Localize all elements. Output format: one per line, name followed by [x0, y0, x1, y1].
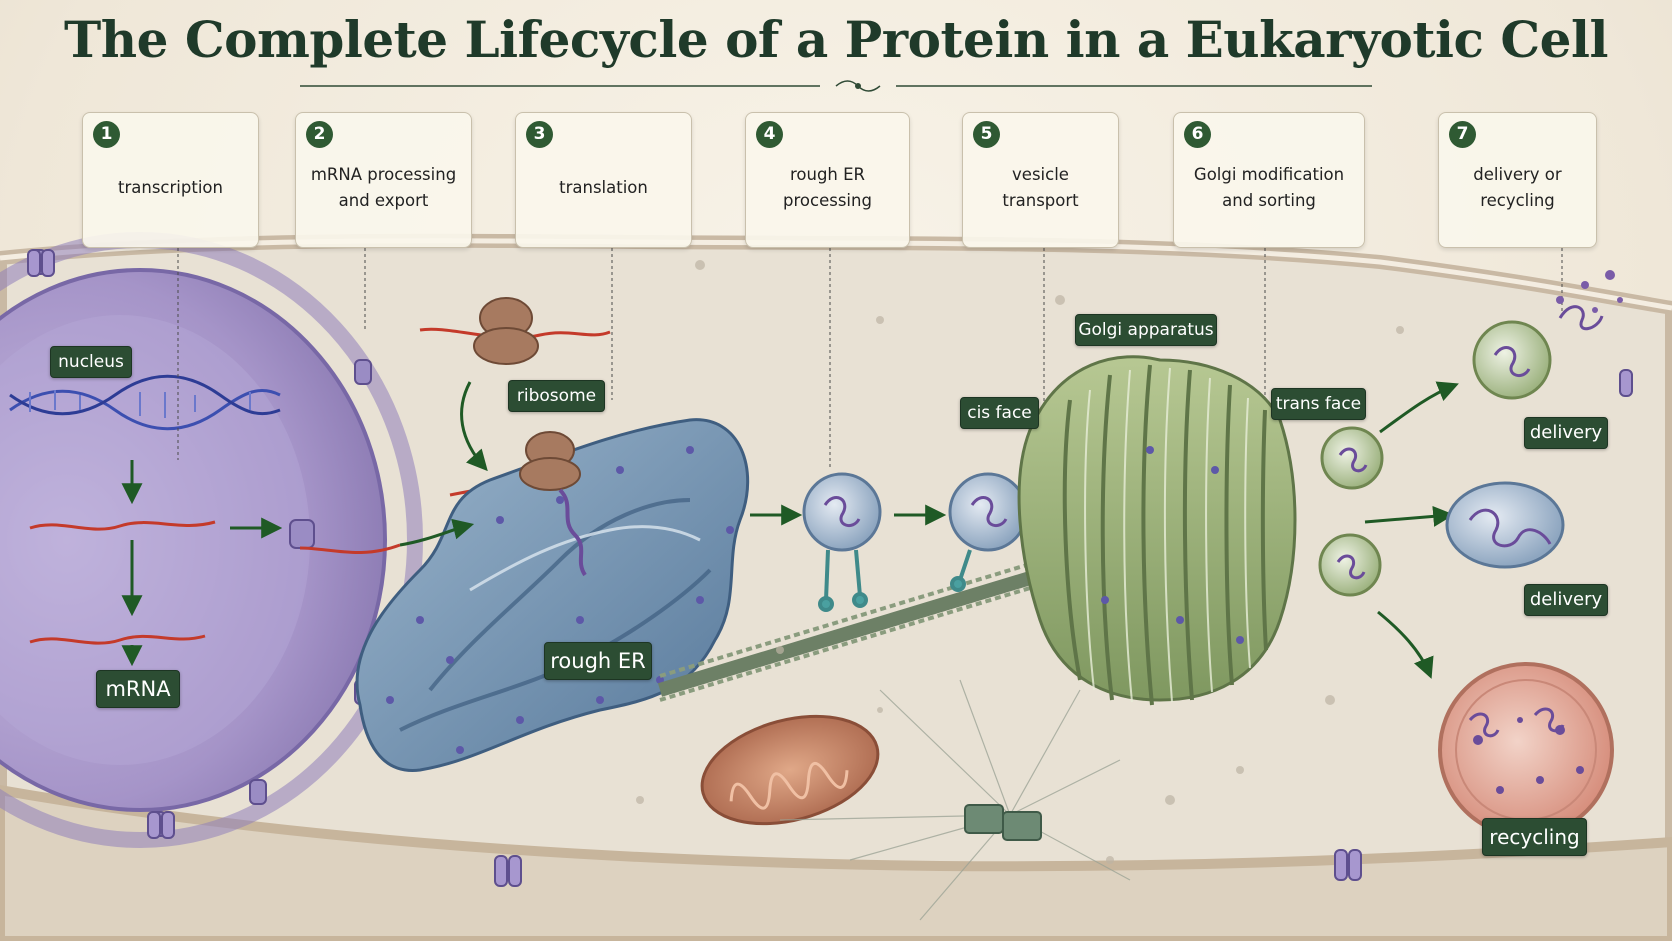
transport-vesicle-2: [948, 472, 1028, 552]
step-3-box: 3 translation: [515, 112, 692, 248]
golgi-apparatus-label: Golgi apparatus: [1075, 314, 1217, 346]
mitochondrion: [700, 714, 880, 826]
title-ornament: [300, 80, 1372, 92]
ribosome-bound: [519, 431, 587, 577]
lysosome: [1438, 662, 1614, 838]
membrane-proteins: [27, 249, 1633, 887]
microtubule-track: [657, 559, 1043, 702]
centrosome: [779, 679, 1131, 921]
cis-face-label: cis face: [960, 397, 1039, 429]
step-3-label: translation: [559, 178, 648, 197]
trans-face-label: trans face: [1271, 388, 1366, 420]
delivery-label-middle: delivery: [1524, 584, 1608, 616]
ribosome-free: [473, 297, 539, 365]
nucleus-arrows: [121, 460, 283, 667]
step-2-number: 2: [306, 121, 333, 148]
rough-er-label: rough ER: [544, 642, 652, 680]
delivery-label-top: delivery: [1524, 417, 1608, 449]
step-6-number: 6: [1184, 121, 1211, 148]
exocytosis-vesicle: [1472, 270, 1623, 400]
step-1-box: 1 transcription: [82, 112, 259, 248]
dna-double-helix: [9, 374, 281, 431]
ribosome-label: ribosome: [508, 380, 605, 412]
motor-proteins: [818, 549, 972, 612]
transport-vesicle-1: [802, 472, 882, 552]
golgi-vesicle-top: [1320, 426, 1384, 490]
golgi-apparatus: [1017, 355, 1297, 706]
mrna-label: mRNA: [96, 670, 180, 708]
cytoplasm-granules: [636, 260, 1404, 864]
step-4-number: 4: [756, 121, 783, 148]
delivery-vesicle: [1445, 481, 1565, 569]
step-3-number: 3: [526, 121, 553, 148]
recycling-label: recycling: [1482, 818, 1587, 856]
nucleus-label: nucleus: [50, 346, 132, 378]
golgi-vesicle-bottom: [1318, 533, 1382, 597]
step-1-label: transcription: [118, 178, 223, 197]
step-7-number: 7: [1449, 121, 1476, 148]
step-5-number: 5: [973, 121, 1000, 148]
step-1-number: 1: [93, 121, 120, 148]
diagram-title: The Complete Lifecycle of a Protein in a…: [64, 10, 1608, 69]
